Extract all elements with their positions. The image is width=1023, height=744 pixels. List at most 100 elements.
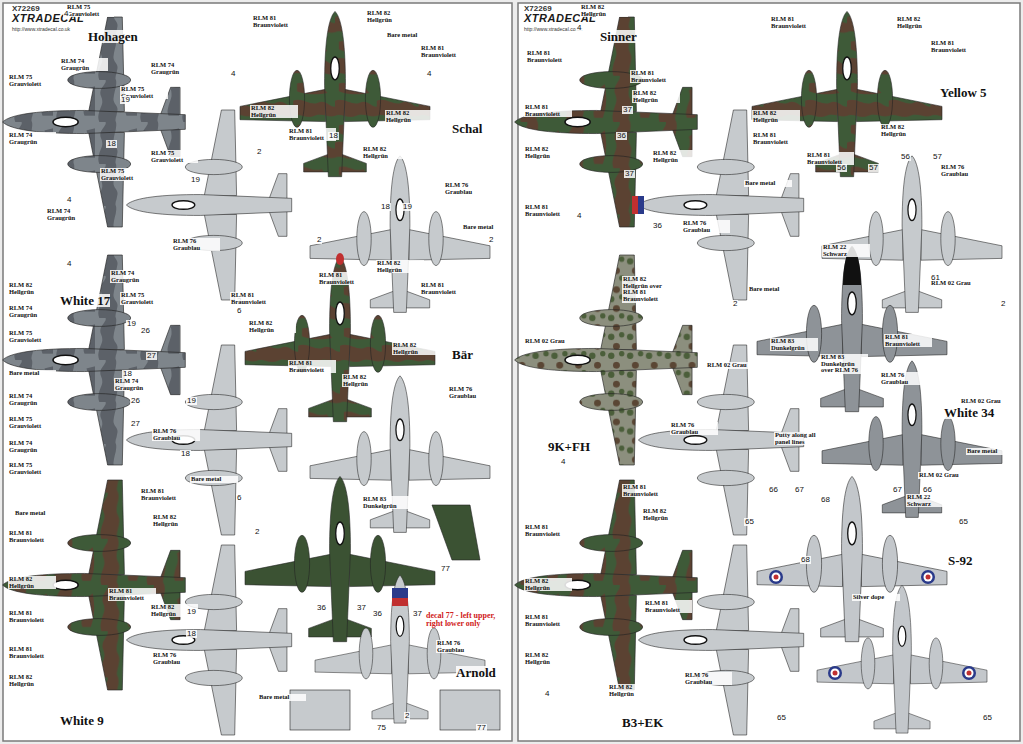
callout-number: 18 [122,370,133,378]
color-callout: RLM 82 Hellgrün [632,90,680,103]
color-callout: RLM 81 Braunviolett [252,15,300,28]
color-callout: RLM 81 Braunviolett [622,484,670,497]
color-callout: RLM 76 Graublau [684,672,732,685]
color-callout: RLM 02 Grau [930,280,978,287]
callout-number: 4 [576,212,582,220]
aircraft-name: Yellow 5 [940,86,987,99]
color-callout: RLM 82 Hellgrün [385,110,433,123]
callout-number: 2 [488,236,494,244]
color-callout: RLM 82 Hellgrün [524,146,572,159]
callout-number: 37 [624,170,635,178]
callout-number: 26 [130,397,141,405]
color-callout: RLM 75 Grauviolett [150,150,198,163]
color-callout: RLM 74 Graugrün [8,440,56,453]
callout-number: 4 [230,70,236,78]
color-callout: RLM 02 Grau [960,398,1008,405]
callout-number: 18 [106,140,117,148]
color-callout: RLM 75 Grauviolett [8,462,56,475]
color-callout: RLM 82 Hellgrün [580,4,628,17]
color-callout: RLM 82 Hellgrün [652,150,700,163]
color-callout: RLM 02 Grau [524,338,572,345]
color-callout: RLM 22 Schwarz [906,494,954,507]
color-callout: Bare metal [14,510,62,517]
callout-number: 37 [622,106,633,114]
color-callout: RLM 82 Hellgrün [392,342,440,355]
color-callout: RLM 81 Braunviolett [288,360,336,373]
color-callout: RLM 81 Braunviolett [752,132,800,145]
callout-number: 37 [356,604,367,612]
color-callout: RLM 83 Dunkelgrün [362,496,410,509]
callout-number: 66 [922,486,933,494]
color-callout: RLM 22 Schwarz [822,244,870,257]
color-callout: RLM 82 Hellgrün [8,576,56,589]
color-callout: RLM 74 Graugrün [8,305,56,318]
color-callout: RLM 81 Braunviolett [524,524,572,537]
callout-number: 19 [190,176,201,184]
callout-number: 18 [180,450,191,458]
callout-number: 36 [616,132,627,140]
callout-number: 18 [380,203,391,211]
callout-number: 68 [820,496,831,504]
color-callout: RLM 74 Graugrün [150,62,198,75]
color-callout: RLM 82 Hellgrün [8,674,56,687]
color-callout: RLM 76 Graublau [670,422,718,435]
callout-number: 4 [544,690,550,698]
callout-number: 18 [186,630,197,638]
color-callout: RLM 82 Hellgrün [896,16,944,29]
callout-number: 67 [892,486,903,494]
callout-number: 65 [776,714,787,722]
aircraft-name: White 17 [60,294,110,307]
color-callout: RLM 74 Graugrün [46,208,94,221]
color-callout: RLM 75 Grauviolett [8,74,56,87]
callout-number: 6 [236,307,242,315]
color-callout: RLM 76 Graublau [940,164,988,177]
callout-number: 65 [958,518,969,526]
color-callout: Bare metal [748,286,796,293]
color-callout: RLM 81 Braunviolett [644,600,692,613]
color-callout: RLM 82 Hellgrün [250,105,298,118]
callout-number: 65 [982,714,993,722]
color-callout: RLM 76 Graublau [152,652,200,665]
aircraft-name: White 9 [60,714,104,727]
callout-number: 77 [476,724,487,732]
color-callout: RLM 75 Grauviolett [8,330,56,343]
callout-number: 6 [236,494,242,502]
color-callout: Bare metal [966,448,1014,455]
aircraft-name: Hohagen [88,30,138,43]
color-callout: Bare metal [386,32,434,39]
color-callout: RLM 76 Graublau [436,640,484,653]
color-callout: Putty along all panel lines [774,432,822,445]
color-callout: RLM 81 Braunviolett [930,40,978,53]
aircraft-name: B3+EK [622,716,663,729]
callout-number: 4 [560,458,566,466]
color-callout: Bare metal [744,180,792,187]
callout-number: 2 [316,236,322,244]
callout-number: 57 [868,164,879,172]
color-callout: RLM 74 Graugrün [60,58,108,71]
color-callout: RLM 81 Braunviolett [8,530,56,543]
color-callout: Bare metal [8,370,56,377]
color-callout: RLM 81 Braunviolett [420,45,468,58]
callout-number: 68 [800,556,811,564]
color-callout: RLM 81 Braunviolett [524,614,572,627]
callout-number: 4 [426,70,432,78]
color-callout: RLM 75 Grauviolett [100,168,148,181]
color-callout: RLM 75 Grauviolett [66,4,114,17]
color-callout: RLM 81 Braunviolett [8,610,56,623]
callout-number: 36 [372,610,383,618]
color-callout: RLM 82 Hellgrün [880,124,928,137]
color-callout: RLM 74 Graugrün [8,393,56,406]
web-address: http://www.xtradecal.co.uk [524,27,582,32]
decal-note: decal 77 - left upper, right lower only [426,612,508,628]
aircraft-name: Schal [452,122,482,135]
sheet-code: X72269 [524,5,552,13]
callout-number: 2 [1000,300,1006,308]
color-callout: RLM 76 Graublau [880,372,928,385]
callout-number: 27 [130,420,141,428]
color-callout: RLM 82 Hellgrün [376,260,424,273]
color-callout: RLM 81 Braunviolett [526,50,574,63]
callout-number: 26 [140,327,151,335]
color-callout: RLM 81 Braunviolett [108,588,156,601]
color-callout: RLM 76 Graublau [172,238,220,251]
